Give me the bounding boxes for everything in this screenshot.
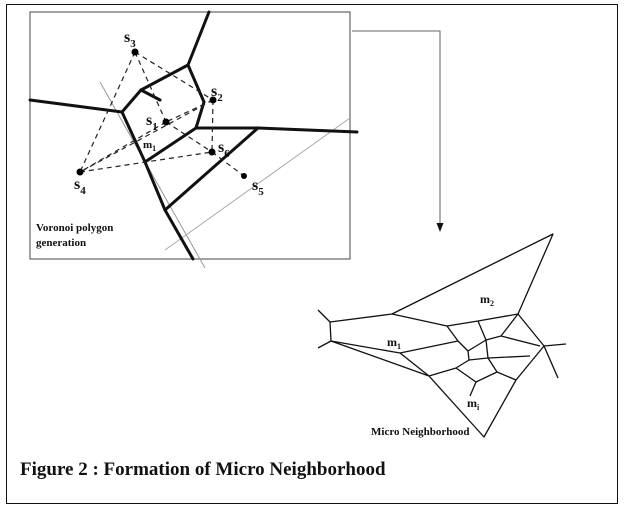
voronoi-label-line1: Voronoi polygon xyxy=(36,222,113,234)
site-point-s1 xyxy=(162,118,170,126)
site-label-s1: s1 xyxy=(146,112,158,133)
delaunay-edges xyxy=(79,51,245,177)
site-label-s4: s4 xyxy=(74,176,86,197)
connector-line xyxy=(352,30,441,224)
neighborhood-label: Micro Neighborhood xyxy=(371,426,470,438)
cell-label-m1: m1 xyxy=(387,335,401,351)
voronoi-label-line2: generation xyxy=(36,237,86,249)
site-point-s4 xyxy=(76,168,84,176)
guide-line-right xyxy=(164,117,351,251)
site-point-s5 xyxy=(241,173,247,179)
cell-label-m2: m2 xyxy=(480,292,494,308)
figure-caption: Figure 2 : Formation of Micro Neighborho… xyxy=(20,459,386,480)
voronoi-edges xyxy=(28,10,359,261)
connector-arrow xyxy=(352,30,444,232)
site-points xyxy=(76,48,247,179)
voronoi-panel: s3 s2 s1 m1 s6 s4 s5 Voronoi polygon gen… xyxy=(28,10,359,269)
site-point-s2 xyxy=(209,96,217,104)
site-point-s6 xyxy=(208,148,216,156)
site-label-m1: m1 xyxy=(143,139,156,153)
site-label-s2: s2 xyxy=(211,83,223,104)
site-label-s3: s3 xyxy=(124,29,136,50)
arrow-head-icon xyxy=(436,223,444,232)
site-label-s6: s6 xyxy=(218,139,230,160)
figure-frame xyxy=(6,4,618,504)
site-label-s5: s5 xyxy=(252,177,264,198)
neighborhood-edges xyxy=(317,233,567,438)
guide-line-left xyxy=(99,81,206,269)
micro-neighborhood: m2 m1 mi Micro Neighborhood xyxy=(317,233,567,438)
cell-label-mi: mi xyxy=(467,396,480,412)
site-point-s3 xyxy=(131,48,139,56)
voronoi-box xyxy=(29,11,351,260)
